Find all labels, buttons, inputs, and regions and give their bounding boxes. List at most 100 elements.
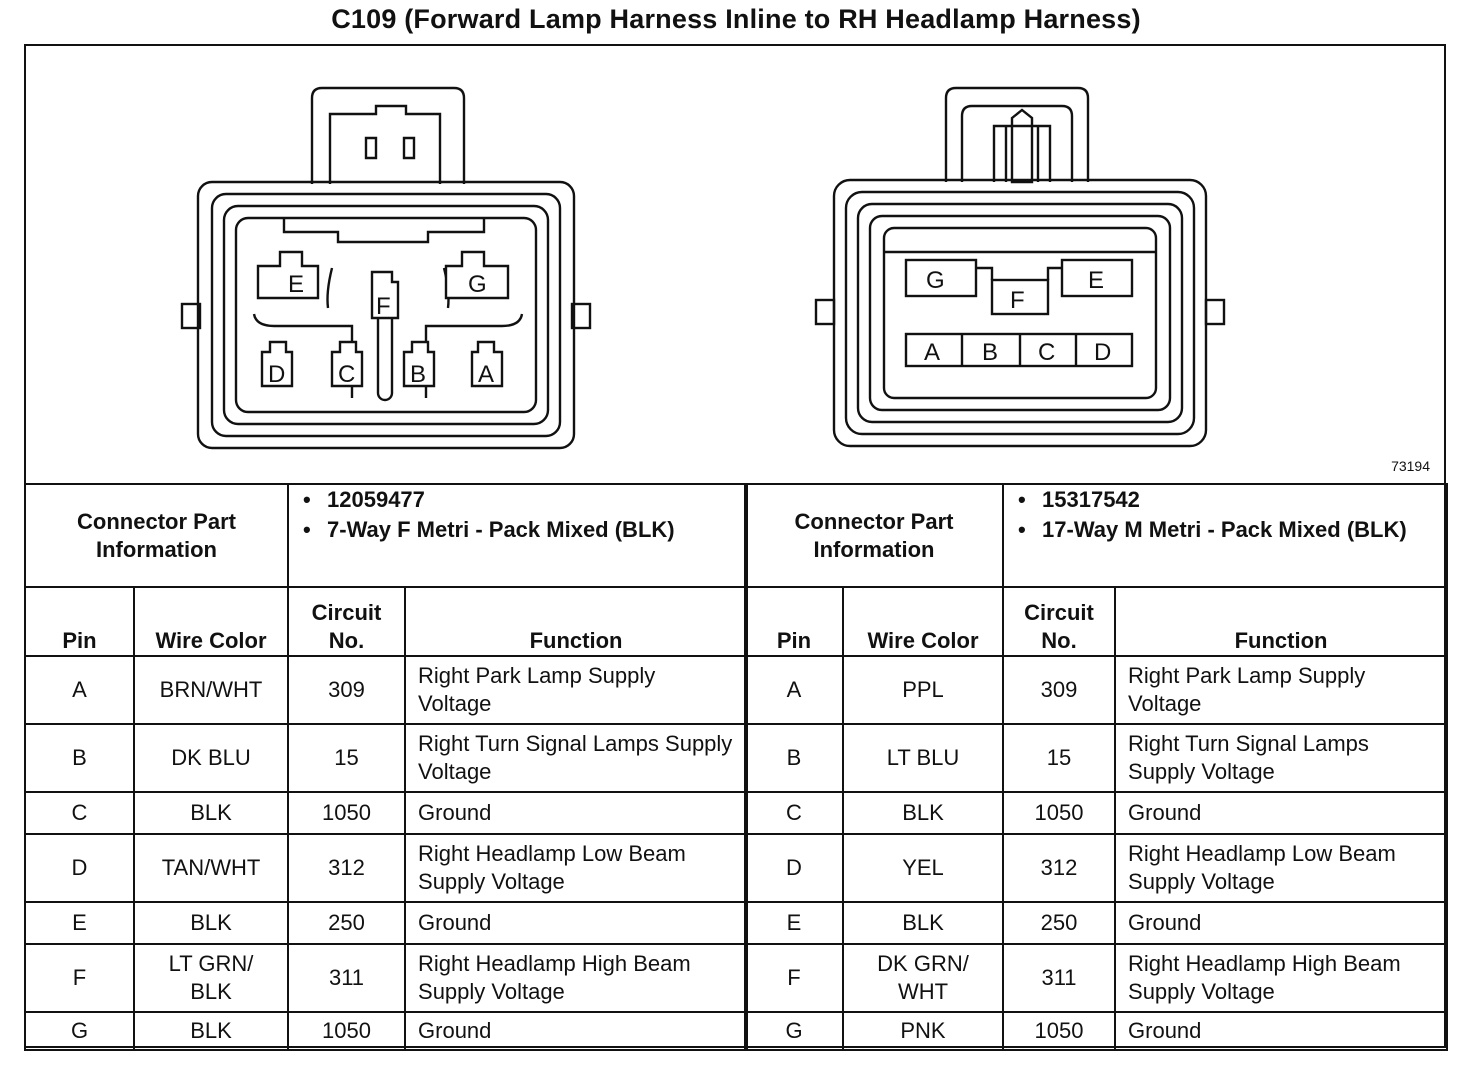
figure-number: 73194 xyxy=(1391,458,1430,474)
wire-color-cell: BLK xyxy=(132,1011,290,1051)
function-cell: Ground xyxy=(404,791,749,835)
right-pin-label: B xyxy=(982,339,998,366)
connector-drawings: E F G D C B A xyxy=(180,86,1226,450)
function-cell: Right Headlamp Low Beam Supply Voltage xyxy=(404,833,749,903)
pin-cell: G xyxy=(24,1011,135,1051)
wire-color-cell: TAN/WHT xyxy=(132,833,290,903)
function-cell: Ground xyxy=(1114,901,1449,945)
wire-color-cell: BLK xyxy=(841,791,1005,835)
right-pin-label: C xyxy=(1038,339,1055,366)
left-pin-label: D xyxy=(268,361,285,388)
part-number: 12059477 xyxy=(303,486,734,515)
function-cell: Ground xyxy=(1114,791,1449,835)
pin-cell: D xyxy=(744,833,844,903)
pin-cell: F xyxy=(24,943,135,1013)
circuit-cell: 311 xyxy=(287,943,407,1013)
wire-color-cell: BLK xyxy=(132,901,290,945)
part-info-value: 12059477 7-Way F Metri - Pack Mixed (BLK… xyxy=(287,483,749,588)
wire-color-cell: LT BLU xyxy=(841,723,1005,793)
function-cell: Ground xyxy=(404,1011,749,1051)
left-connector-face: E F G D C B A xyxy=(180,86,592,450)
wire-color-cell: YEL xyxy=(841,833,1005,903)
right-pin-label: F xyxy=(1010,287,1025,314)
circuit-cell: 1050 xyxy=(1002,1011,1117,1051)
left-pin-label: E xyxy=(288,271,304,298)
pin-cell: E xyxy=(24,901,135,945)
part-info-label: Connector Part Information xyxy=(743,483,1005,588)
function-cell: Ground xyxy=(404,901,749,945)
function-cell: Right Park Lamp Supply Voltage xyxy=(1114,655,1449,725)
wire-color-cell: PNK xyxy=(841,1011,1005,1051)
circuit-cell: 1050 xyxy=(287,1011,407,1051)
left-pin-label: C xyxy=(338,361,355,388)
col-header-wire-color: Wire Color xyxy=(132,586,290,657)
pin-cell: B xyxy=(744,723,844,793)
part-info-label: Connector Part Information xyxy=(23,483,290,588)
wire-color-cell: BLK xyxy=(132,791,290,835)
circuit-cell: 250 xyxy=(1002,901,1117,945)
col-header-pin: Pin xyxy=(744,586,844,657)
left-pin-label: G xyxy=(468,271,487,298)
wire-color-cell: LT GRN/ BLK xyxy=(132,943,290,1013)
wire-color-cell: BLK xyxy=(841,901,1005,945)
pin-cell: C xyxy=(24,791,135,835)
right-pinout-table: Connector Part Information 15317542 17-W… xyxy=(743,483,1449,1051)
function-cell: Right Headlamp Low Beam Supply Voltage xyxy=(1114,833,1449,903)
left-pin-label: B xyxy=(410,361,426,388)
function-cell: Right Park Lamp Supply Voltage xyxy=(404,655,749,725)
left-pin-label: A xyxy=(478,361,494,388)
connector-sheet: E F G D C B A xyxy=(24,44,1446,1048)
col-header-pin: Pin xyxy=(24,586,135,657)
right-pin-label: E xyxy=(1088,267,1104,294)
part-number: 15317542 xyxy=(1018,486,1434,515)
col-header-function: Function xyxy=(404,586,749,657)
circuit-cell: 312 xyxy=(1002,833,1117,903)
wire-color-cell: DK BLU xyxy=(132,723,290,793)
connector-description: 17-Way M Metri - Pack Mixed (BLK) xyxy=(1018,515,1434,545)
circuit-cell: 15 xyxy=(287,723,407,793)
right-pin-label: D xyxy=(1094,339,1111,366)
page-title: C109 (Forward Lamp Harness Inline to RH … xyxy=(331,4,1141,34)
col-header-wire-color: Wire Color xyxy=(841,586,1005,657)
circuit-cell: 312 xyxy=(287,833,407,903)
col-header-circuit: Circuit No. xyxy=(287,586,407,657)
function-cell: Right Turn Signal Lamps Supply Voltage xyxy=(1114,723,1449,793)
col-header-function: Function xyxy=(1114,586,1449,657)
left-pin-label: F xyxy=(376,293,391,320)
left-pinout-table: Connector Part Information 12059477 7-Wa… xyxy=(23,483,749,1051)
circuit-cell: 311 xyxy=(1002,943,1117,1013)
wire-color-cell: PPL xyxy=(841,655,1005,725)
circuit-cell: 1050 xyxy=(1002,791,1117,835)
right-pin-label: A xyxy=(924,339,940,366)
pin-cell: C xyxy=(744,791,844,835)
function-cell: Right Turn Signal Lamps Supply Voltage xyxy=(404,723,749,793)
connector-diagrams: E F G D C B A xyxy=(26,46,1444,482)
pin-cell: G xyxy=(744,1011,844,1051)
pin-cell: A xyxy=(744,655,844,725)
wire-color-cell: DK GRN/ WHT xyxy=(841,943,1005,1013)
pin-cell: E xyxy=(744,901,844,945)
function-cell: Right Headlamp High Beam Supply Voltage xyxy=(1114,943,1449,1013)
circuit-cell: 250 xyxy=(287,901,407,945)
circuit-cell: 15 xyxy=(1002,723,1117,793)
wire-color-cell: BRN/WHT xyxy=(132,655,290,725)
circuit-cell: 309 xyxy=(287,655,407,725)
function-cell: Ground xyxy=(1114,1011,1449,1051)
connector-description: 7-Way F Metri - Pack Mixed (BLK) xyxy=(303,515,734,545)
pin-cell: D xyxy=(24,833,135,903)
right-pin-label: G xyxy=(926,267,945,294)
col-header-circuit: Circuit No. xyxy=(1002,586,1117,657)
